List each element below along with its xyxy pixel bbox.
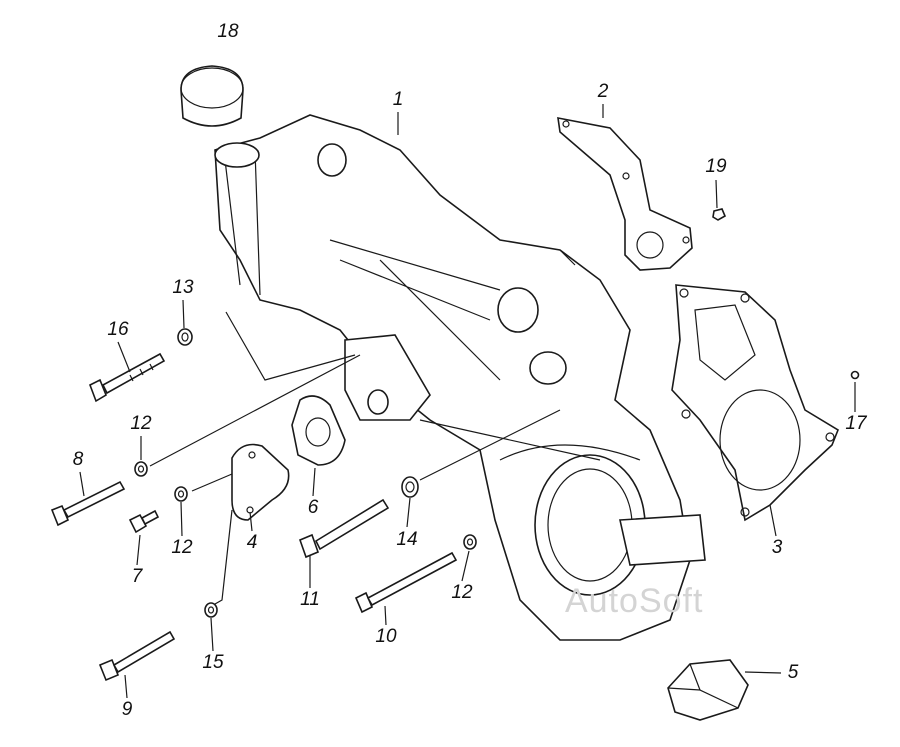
part-11-bolt <box>298 498 390 559</box>
watermark: AutoSoft <box>565 582 704 620</box>
part-15-washer <box>204 602 218 618</box>
part-8-bolt <box>50 480 126 527</box>
part-19-nut <box>712 208 727 221</box>
part-14-washer <box>401 476 419 498</box>
callout-2: 2 <box>597 81 609 102</box>
callout-14: 14 <box>396 529 418 550</box>
callout-13: 13 <box>172 277 194 298</box>
callout-12-c: 12 <box>451 582 473 603</box>
callout-11: 11 <box>300 589 320 610</box>
callout-15: 15 <box>202 652 224 673</box>
part-12-washer-a <box>134 461 148 477</box>
part-1-housing <box>214 114 706 641</box>
part-12-washer-b <box>174 486 188 502</box>
callout-5: 5 <box>787 662 799 683</box>
part-7-screw <box>128 509 160 534</box>
part-13-washer <box>177 328 193 346</box>
leader-lines <box>79 104 856 699</box>
part-9-bolt <box>98 630 176 682</box>
callout-18: 18 <box>217 21 239 42</box>
callout-10: 10 <box>375 626 397 647</box>
callout-17: 17 <box>845 413 867 434</box>
part-18-plug <box>180 65 244 127</box>
part-5-cap <box>667 659 749 721</box>
callout-8: 8 <box>72 449 84 470</box>
callout-4: 4 <box>246 532 258 553</box>
part-10-bolt <box>354 551 458 614</box>
callout-6: 6 <box>307 497 319 518</box>
part-4-cover <box>231 443 290 521</box>
callout-9: 9 <box>121 699 133 720</box>
part-2-gasket <box>557 117 693 271</box>
callout-1: 1 <box>392 89 404 110</box>
callout-3: 3 <box>771 537 783 558</box>
callout-19: 19 <box>705 156 727 177</box>
part-17-nut <box>850 370 860 380</box>
callout-7: 7 <box>131 566 143 587</box>
callout-12-b: 12 <box>171 537 193 558</box>
part-3-gasket <box>671 284 839 522</box>
part-6-gasket <box>291 395 346 466</box>
callout-12-a: 12 <box>130 413 152 434</box>
part-12-washer-c <box>463 534 477 550</box>
part-16-bolt <box>88 352 166 403</box>
callout-16: 16 <box>107 319 129 340</box>
